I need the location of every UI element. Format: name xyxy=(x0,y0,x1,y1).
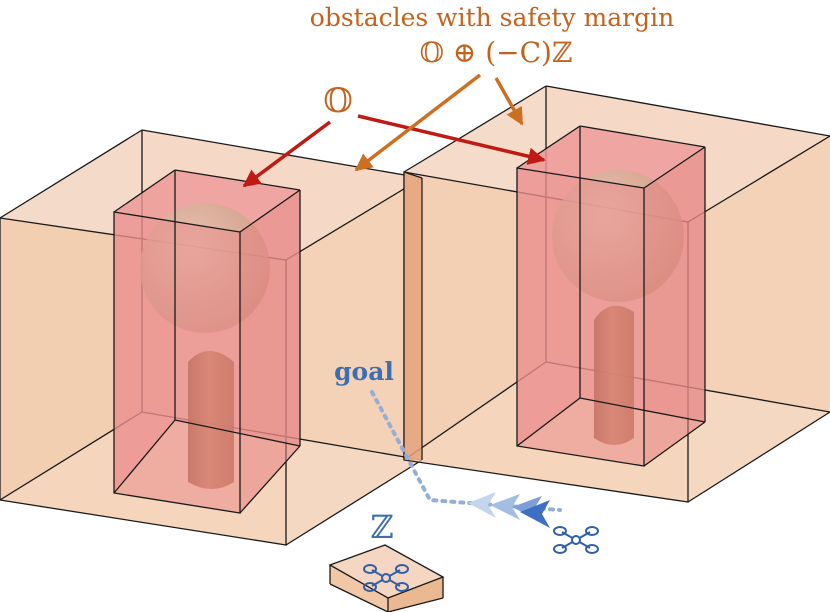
obstacle-symbol: 𝕆 xyxy=(323,81,353,121)
drone-icon xyxy=(553,526,599,554)
obstacle-arrow-right xyxy=(357,114,546,165)
motion-chevron-4 xyxy=(520,500,550,528)
motion-arrows xyxy=(468,492,550,528)
motion-chevron-1 xyxy=(468,492,496,518)
obstacle-arrows xyxy=(242,114,546,188)
margin-arrows xyxy=(354,73,524,172)
robot-body-box xyxy=(328,544,445,612)
left-obstacle xyxy=(113,169,301,514)
overlap-strip xyxy=(403,171,423,460)
motion-chevron-2 xyxy=(490,494,520,520)
margin-formula: 𝕆 ⊕ (−C)ℤ xyxy=(420,36,573,69)
robot-symbol: ℤ xyxy=(370,508,393,546)
margin-arrow-left xyxy=(354,73,482,172)
obstacle-arrow-left xyxy=(242,120,332,188)
margin-title: obstacles with safety margin xyxy=(310,3,674,32)
goal-label: goal xyxy=(334,357,394,386)
robot-drone-icon xyxy=(363,564,409,592)
right-obstacle xyxy=(516,125,706,467)
margin-arrow-right xyxy=(494,77,524,126)
